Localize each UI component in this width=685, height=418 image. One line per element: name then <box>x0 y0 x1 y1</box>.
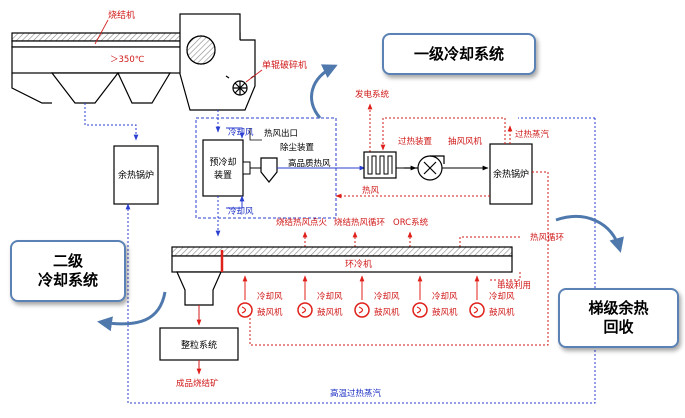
label-blower: 鼓风机 <box>374 307 400 318</box>
flow-sinter-to-boiler <box>84 103 139 141</box>
label-blower: 鼓风机 <box>489 307 515 318</box>
swoosh-cascade <box>555 215 624 253</box>
label-superheater: 过热装置 <box>398 136 433 147</box>
label-superheated-steam: 过热蒸汽 <box>515 129 550 140</box>
label-cooling-air-top: 冷却风 <box>228 127 254 138</box>
swoosh-secondary <box>97 291 167 332</box>
label-blower: 鼓风机 <box>432 307 458 318</box>
flow-hot-air-circulation <box>459 236 520 247</box>
label-blower-cooling-air: 冷却风 <box>317 291 343 302</box>
waste-heat-boiler-left <box>113 145 159 205</box>
dust-removal-icon <box>260 157 278 183</box>
label-single-roll-crusher: 单辊破碎机 <box>262 59 307 71</box>
flow-hot-air-outlet <box>249 128 262 141</box>
label-hot-air-outlet: 热风出口 <box>264 128 298 139</box>
label-blower: 鼓风机 <box>257 307 283 318</box>
label-cascade-utilization: 串级利用 <box>497 280 531 291</box>
flow-boiler-down-right <box>247 172 549 346</box>
flow-cascade <box>490 272 521 281</box>
label-hot-air: 热风 <box>362 185 380 196</box>
label-cooling-air-bottom: 冷却风 <box>228 206 254 217</box>
crusher-leader <box>245 69 263 83</box>
blower-icon-swirl <box>241 306 247 314</box>
flow-boiler-to-superheater-loop <box>380 117 506 151</box>
label-blower: 鼓风机 <box>317 307 343 318</box>
flow-cooling-air-bottom <box>226 195 245 209</box>
blower-icon-swirl <box>301 306 307 314</box>
label-pre-cooling-2: 装置 <box>214 169 232 181</box>
label-ring-cooler: 环冷机 <box>345 258 372 270</box>
label-orc-system: ORC系统 <box>393 217 429 228</box>
label-blower-cooling-air: 冷却风 <box>257 291 283 302</box>
label-power-generation: 发电系统 <box>355 89 390 100</box>
superheater-icon <box>363 151 397 179</box>
ring-cooler <box>171 246 513 306</box>
waste-heat-boiler-right <box>489 143 533 205</box>
label-high-temp-steam: 高温过热蒸汽 <box>330 388 382 399</box>
label-sinter-circulation: 烧结热风循环 <box>334 217 386 228</box>
label-blower-cooling-air: 冷却风 <box>432 291 458 302</box>
label-pre-cooling-1: 预冷却 <box>209 156 236 168</box>
label-high-grade-hot-air: 高品质热风 <box>288 158 331 169</box>
label-finished-sinter: 成品烧结矿 <box>176 378 219 389</box>
label-blower-cooling-air: 冷却风 <box>489 291 515 302</box>
label-dust-removal: 除尘装置 <box>280 142 315 153</box>
sinter-machine-leader <box>94 19 109 45</box>
blower-icon-swirl <box>358 306 364 314</box>
sinter-machine <box>11 13 256 111</box>
flow-cooling-air-top <box>226 127 245 139</box>
pre-cooling-device <box>202 139 244 197</box>
callout-secondary-cooling: 二级 冷却系统 <box>10 240 126 302</box>
label-blower-cooling-air: 冷却风 <box>374 291 400 302</box>
blower-icon-swirl <box>473 306 479 314</box>
label-exhaust-fan: 抽风风机 <box>448 136 483 147</box>
pre-cooling-port <box>242 161 251 175</box>
label-sinter-machine: 烧结机 <box>108 9 135 21</box>
label-hot-air-circulation: 热风循环 <box>530 232 565 243</box>
swoosh-primary <box>310 64 338 119</box>
label-waste-heat-boiler-right: 余热锅炉 <box>493 168 529 180</box>
label-temp-350: ＞350℃ <box>110 55 145 65</box>
label-sinter-ignition: 烧结热风点火 <box>276 217 328 228</box>
label-granulation-system: 整粒系统 <box>181 339 217 351</box>
label-waste-heat-boiler-left: 余热锅炉 <box>118 169 154 181</box>
blower-icon-swirl <box>416 306 422 314</box>
callout-primary-cooling: 一级冷却系统 <box>382 33 536 75</box>
callout-cascade-heat: 梯级余热 回收 <box>558 288 679 348</box>
